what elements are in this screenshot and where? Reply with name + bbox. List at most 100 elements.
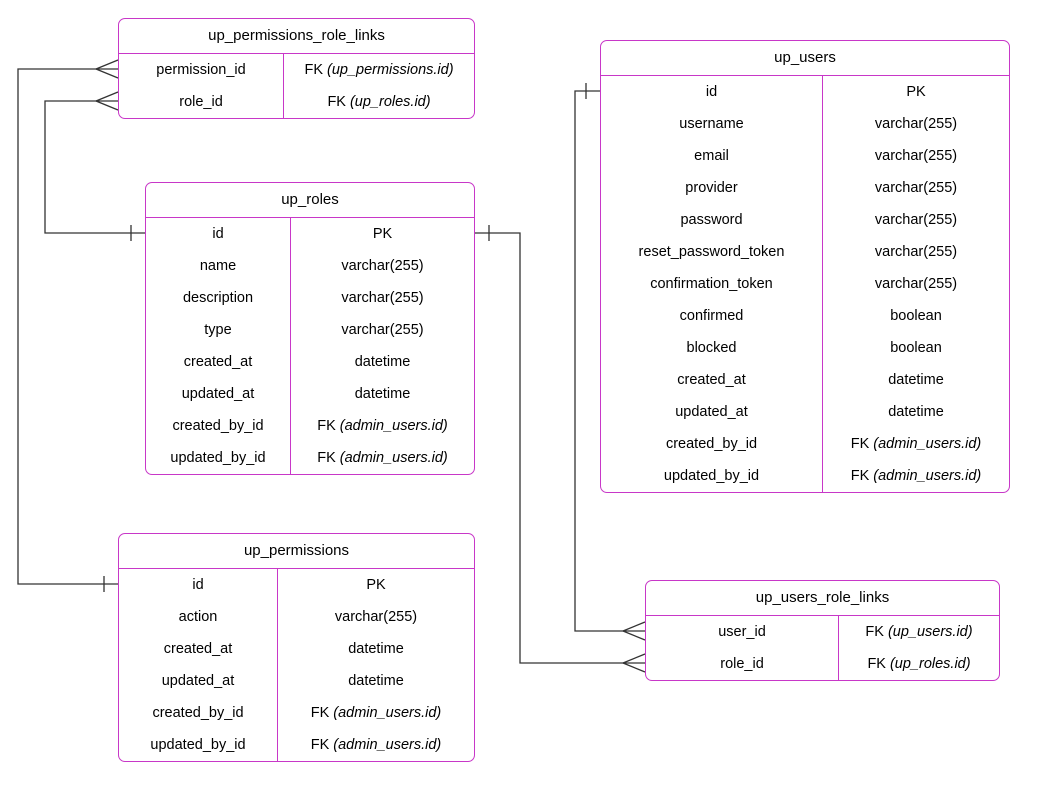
type-text: varchar(255) xyxy=(874,276,958,292)
type-text: boolean xyxy=(890,340,942,356)
relation-line xyxy=(475,232,645,664)
table-row: id PK xyxy=(119,569,474,601)
column-name: created_at xyxy=(146,346,291,378)
type-text: datetime xyxy=(888,372,944,388)
table-row: type varchar(255) xyxy=(146,314,474,346)
table-row: updated_by_id FK(admin_users.id) xyxy=(119,729,474,761)
table-row: name varchar(255) xyxy=(146,250,474,282)
relation-line xyxy=(574,90,645,632)
column-type: datetime xyxy=(278,633,474,665)
column-type: FK(admin_users.id) xyxy=(291,410,474,442)
column-name: name xyxy=(146,250,291,282)
crow-foot-icon xyxy=(95,59,119,79)
type-text: FK xyxy=(317,450,336,466)
column-name: id xyxy=(146,218,291,250)
table-row: confirmation_token varchar(255) xyxy=(601,268,1009,300)
column-name: updated_by_id xyxy=(601,460,823,492)
column-name: updated_at xyxy=(119,665,278,697)
column-type: FK(admin_users.id) xyxy=(823,460,1009,492)
relation-line xyxy=(17,68,118,585)
type-text: FK xyxy=(304,62,323,78)
type-reference: (up_roles.id) xyxy=(889,656,971,672)
column-name: confirmation_token xyxy=(601,268,823,300)
table-row: created_at datetime xyxy=(119,633,474,665)
type-reference: (admin_users.id) xyxy=(873,468,982,484)
column-name: provider xyxy=(601,172,823,204)
type-text: FK xyxy=(310,705,330,721)
table-row: updated_by_id FK(admin_users.id) xyxy=(601,460,1009,492)
type-text: FK xyxy=(317,418,336,434)
table-row: role_id FK(up_roles.id) xyxy=(119,86,474,118)
type-text: PK xyxy=(372,226,393,242)
column-type: boolean xyxy=(823,332,1009,364)
table-up-users: up_users id PK username varchar(255) ema… xyxy=(600,40,1010,493)
table-row: updated_by_id FK(admin_users.id) xyxy=(146,442,474,474)
column-name: updated_at xyxy=(146,378,291,410)
type-text: varchar(255) xyxy=(334,609,418,625)
table-row: role_id FK(up_roles.id) xyxy=(646,648,999,680)
table-row: blocked boolean xyxy=(601,332,1009,364)
column-name: user_id xyxy=(646,616,839,648)
column-type: FK(up_permissions.id) xyxy=(284,54,474,86)
column-name: permission_id xyxy=(119,54,284,86)
table-row: created_by_id FK(admin_users.id) xyxy=(601,428,1009,460)
type-text: datetime xyxy=(888,404,944,420)
relation-roles-to-user-role-links xyxy=(475,225,646,673)
relation-line xyxy=(44,100,145,234)
type-reference: (up_permissions.id) xyxy=(327,62,454,78)
type-text: varchar(255) xyxy=(874,212,958,228)
type-reference: (admin_users.id) xyxy=(339,418,448,434)
column-type: varchar(255) xyxy=(823,108,1009,140)
column-type: FK(admin_users.id) xyxy=(823,428,1009,460)
column-name: email xyxy=(601,140,823,172)
type-text: varchar(255) xyxy=(874,244,958,260)
crow-foot-icon xyxy=(622,621,646,641)
column-type: boolean xyxy=(823,300,1009,332)
relation-permissions-to-permission-links xyxy=(17,59,119,592)
table-row: permission_id FK(up_permissions.id) xyxy=(119,54,474,86)
type-reference: (admin_users.id) xyxy=(333,705,442,721)
column-type: datetime xyxy=(823,396,1009,428)
table-row: updated_at datetime xyxy=(601,396,1009,428)
table-row: created_by_id FK(admin_users.id) xyxy=(146,410,474,442)
type-text: FK xyxy=(850,468,870,484)
type-reference: (admin_users.id) xyxy=(333,737,442,753)
type-text: datetime xyxy=(348,641,404,657)
column-name: action xyxy=(119,601,278,633)
column-type: PK xyxy=(278,569,474,601)
table-title: up_roles xyxy=(146,183,474,218)
table-title: up_permissions xyxy=(119,534,474,569)
table-row: description varchar(255) xyxy=(146,282,474,314)
type-reference: (up_roles.id) xyxy=(349,94,431,110)
crow-foot-icon xyxy=(95,91,119,111)
table-row: password varchar(255) xyxy=(601,204,1009,236)
table-row: updated_at datetime xyxy=(119,665,474,697)
table-row: created_at datetime xyxy=(601,364,1009,396)
table-row: created_at datetime xyxy=(146,346,474,378)
relation-users-to-user-role-links xyxy=(574,83,646,641)
column-name: created_at xyxy=(601,364,823,396)
column-name: role_id xyxy=(119,86,284,118)
type-reference: (up_users.id) xyxy=(887,624,973,640)
type-text: datetime xyxy=(354,354,411,370)
table-title: up_users xyxy=(601,41,1009,76)
type-text: FK xyxy=(865,624,884,640)
table-title: up_users_role_links xyxy=(646,581,999,616)
column-type: PK xyxy=(291,218,474,250)
table-row: email varchar(255) xyxy=(601,140,1009,172)
type-text: varchar(255) xyxy=(341,290,424,306)
column-type: FK(admin_users.id) xyxy=(278,729,474,761)
table-row: username varchar(255) xyxy=(601,108,1009,140)
column-type: varchar(255) xyxy=(823,204,1009,236)
column-name: type xyxy=(146,314,291,346)
type-text: FK xyxy=(327,94,346,110)
column-name: created_at xyxy=(119,633,278,665)
type-text: PK xyxy=(906,84,926,100)
table-row: action varchar(255) xyxy=(119,601,474,633)
table-up-users-role-links: up_users_role_links user_id FK(up_users.… xyxy=(645,580,1000,681)
column-name: created_by_id xyxy=(119,697,278,729)
column-type: varchar(255) xyxy=(291,250,474,282)
column-type: FK(up_users.id) xyxy=(839,616,999,648)
column-type: datetime xyxy=(823,364,1009,396)
